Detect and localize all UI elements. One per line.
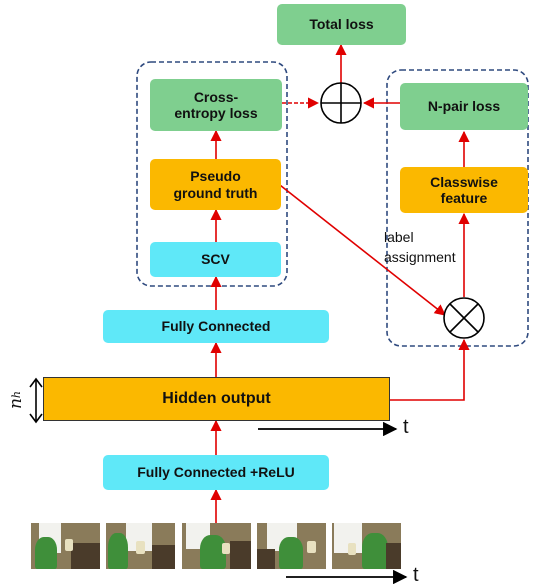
nh-subscript: h: [9, 390, 23, 399]
time-label-hidden: t: [403, 416, 409, 438]
time-label-frames: t: [413, 564, 419, 586]
sum-operator-icon: [320, 82, 362, 124]
scv-box: SCV: [150, 242, 281, 277]
fc-relu-box: Fully Connected +ReLU: [103, 455, 329, 490]
cross-entropy-loss-box: Cross- entropy loss: [150, 79, 282, 131]
video-frame-1: [31, 523, 100, 569]
pseudo-ground-truth-box: Pseudo ground truth: [150, 159, 281, 210]
fully-connected-box: Fully Connected: [103, 310, 329, 343]
video-frame-4: [257, 523, 326, 569]
arrow-hidden-to-mult: [390, 338, 470, 401]
multiply-operator-icon: [443, 297, 485, 339]
nh-variable: n: [6, 398, 26, 410]
npair-loss-box: N-pair loss: [400, 83, 528, 130]
video-frame-5: [332, 523, 401, 569]
label-assignment-text: label assignment: [384, 229, 456, 265]
total-loss-box: Total loss: [277, 4, 406, 45]
hidden-dimension-bracket: [29, 377, 43, 424]
right-group-frame: [386, 69, 529, 347]
arrow-pseudo-to-mult: [270, 177, 446, 316]
classwise-feature-box: Classwise feature: [400, 167, 528, 213]
video-frame-2: [106, 523, 175, 569]
hidden-output-box: Hidden output: [43, 377, 390, 421]
left-group-frame: [136, 61, 288, 287]
video-frame-3: [182, 523, 251, 569]
